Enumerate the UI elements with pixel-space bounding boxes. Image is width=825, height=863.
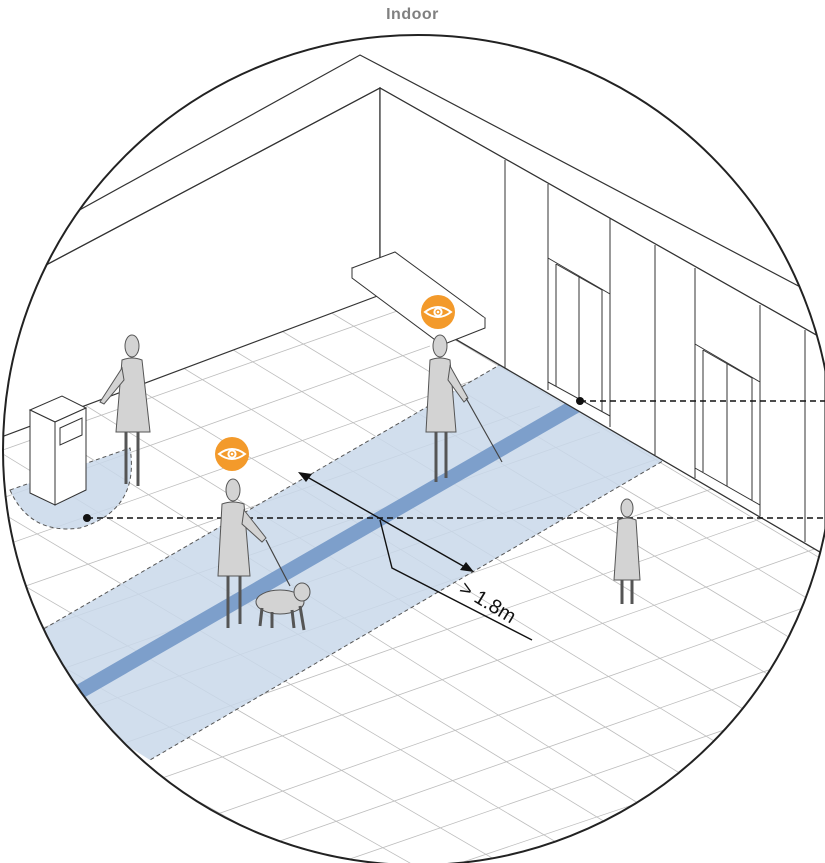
eye-badge-2 <box>215 437 249 471</box>
eye-badge-1 <box>421 295 455 329</box>
indicator-dot <box>83 514 91 522</box>
indicator-dot <box>576 397 584 405</box>
kiosk <box>30 396 86 505</box>
